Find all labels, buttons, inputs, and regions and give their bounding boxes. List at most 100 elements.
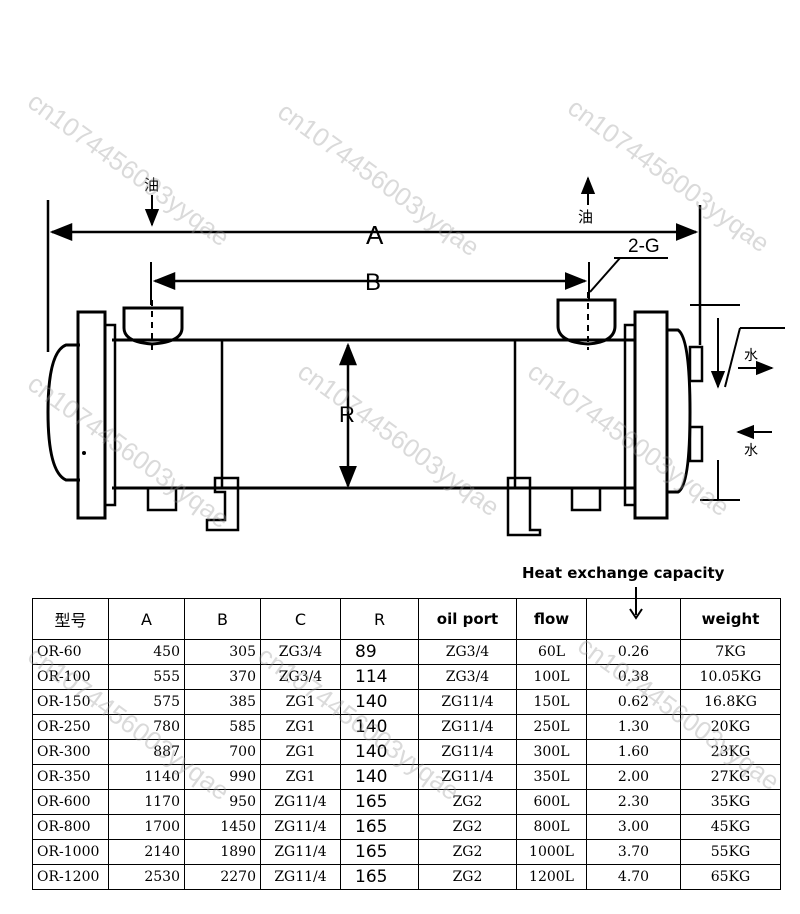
table-cell: 0.26 <box>586 639 681 665</box>
dimension-r-label: R <box>339 402 355 427</box>
table-cell: OR-1200 <box>32 864 109 890</box>
table-cell: 60L <box>516 639 587 665</box>
table-cell: 800L <box>516 814 587 840</box>
table-header-cell: oil port <box>418 598 517 640</box>
table-cell: 10.05KG <box>680 664 781 690</box>
table-cell: 2270 <box>184 864 261 890</box>
table-cell: ZG2 <box>418 864 517 890</box>
table-cell: 2.00 <box>586 764 681 790</box>
table-cell: ZG3/4 <box>260 639 341 665</box>
table-cell: OR-150 <box>32 689 109 715</box>
table-cell: ZG11/4 <box>418 764 517 790</box>
table-cell: OR-250 <box>32 714 109 740</box>
table-cell: OR-600 <box>32 789 109 815</box>
capacity-note: Heat exchange capacity <box>522 564 725 582</box>
table-cell: ZG11/4 <box>260 839 341 865</box>
table-cell: 887 <box>108 739 185 765</box>
table-cell: ZG2 <box>418 814 517 840</box>
table-cell: ZG11/4 <box>418 714 517 740</box>
table-cell: 555 <box>108 664 185 690</box>
table-header-cell: C <box>260 598 341 640</box>
table-cell: 2530 <box>108 864 185 890</box>
table-cell: 950 <box>184 789 261 815</box>
table-cell: ZG11/4 <box>418 739 517 765</box>
dimension-b-label: B <box>365 269 381 296</box>
table-cell: ZG11/4 <box>260 814 341 840</box>
oil-out-label: 油 <box>578 209 593 226</box>
table-cell: 165 <box>340 814 419 840</box>
table-cell: OR-350 <box>32 764 109 790</box>
water-out-label: 水 <box>744 347 758 363</box>
table-header-cell: R <box>340 598 419 640</box>
table-cell: 55KG <box>680 839 781 865</box>
table-cell: 1.30 <box>586 714 681 740</box>
table-cell: 4.70 <box>586 864 681 890</box>
table-cell: ZG1 <box>260 739 341 765</box>
table-cell: 165 <box>340 839 419 865</box>
table-cell: 1170 <box>108 789 185 815</box>
table-cell: ZG1 <box>260 689 341 715</box>
table-cell: OR-1000 <box>32 839 109 865</box>
table-header-cell: A <box>108 598 185 640</box>
table-cell: 250L <box>516 714 587 740</box>
table-cell: 1000L <box>516 839 587 865</box>
table-cell: ZG3/4 <box>418 664 517 690</box>
table-cell: 150L <box>516 689 587 715</box>
table-cell: 140 <box>340 714 419 740</box>
table-cell: OR-300 <box>32 739 109 765</box>
table-cell: 370 <box>184 664 261 690</box>
table-cell: 990 <box>184 764 261 790</box>
table-cell: ZG2 <box>418 789 517 815</box>
table-header-cell: weight <box>680 598 781 640</box>
table-cell: 1450 <box>184 814 261 840</box>
table-cell: 350L <box>516 764 587 790</box>
port-leader-line <box>589 257 621 293</box>
table-cell: 16.8KG <box>680 689 781 715</box>
table-cell: OR-100 <box>32 664 109 690</box>
table-cell: 385 <box>184 689 261 715</box>
table-cell: 585 <box>184 714 261 740</box>
table-header-cell: 型号 <box>32 598 109 640</box>
table-cell: 0.38 <box>586 664 681 690</box>
table-cell: OR-60 <box>32 639 109 665</box>
heat-exchanger-drawing: A B R 2-G 油 油 水 水 <box>46 176 785 537</box>
table-cell: 45KG <box>680 814 781 840</box>
table-cell: 23KG <box>680 739 781 765</box>
table-cell: 100L <box>516 664 587 690</box>
table-header-cell <box>586 598 681 640</box>
table-cell: ZG2 <box>418 839 517 865</box>
table-cell: 0.62 <box>586 689 681 715</box>
table-cell: 1200L <box>516 864 587 890</box>
table-cell: ZG1 <box>260 764 341 790</box>
table-cell: 140 <box>340 739 419 765</box>
table-cell: ZG11/4 <box>260 789 341 815</box>
oil-in-label: 油 <box>144 177 159 194</box>
table-cell: 600L <box>516 789 587 815</box>
table-cell: 575 <box>108 689 185 715</box>
table-cell: 20KG <box>680 714 781 740</box>
table-cell: ZG1 <box>260 714 341 740</box>
table-header-cell: B <box>184 598 261 640</box>
table-cell: 2140 <box>108 839 185 865</box>
table-cell: 450 <box>108 639 185 665</box>
port-label: 2-G <box>628 236 660 257</box>
table-cell: 114 <box>340 664 419 690</box>
table-cell: 2.30 <box>586 789 681 815</box>
water-in-label: 水 <box>744 442 758 458</box>
table-cell: 140 <box>340 689 419 715</box>
table-cell: 89 <box>340 639 419 665</box>
table-cell: 27KG <box>680 764 781 790</box>
table-cell: 305 <box>184 639 261 665</box>
table-cell: ZG3/4 <box>260 664 341 690</box>
table-cell: 1890 <box>184 839 261 865</box>
table-cell: 300L <box>516 739 587 765</box>
table-cell: 700 <box>184 739 261 765</box>
